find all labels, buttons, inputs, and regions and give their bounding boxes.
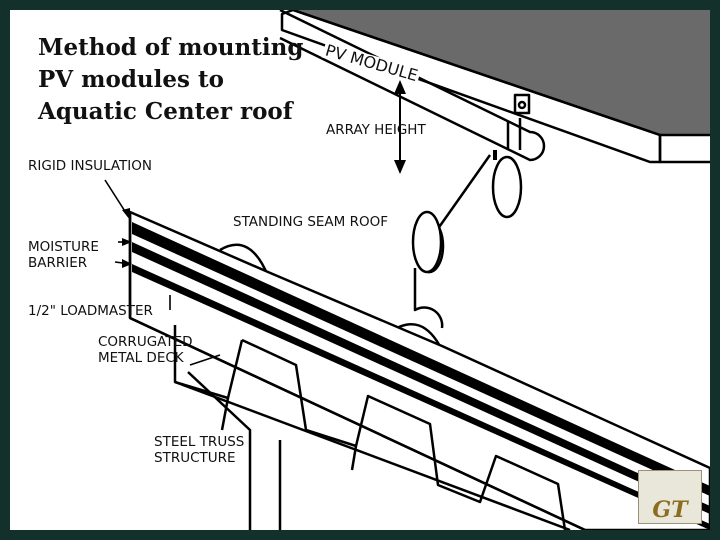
label-moisture-barrier: MOISTURE BARRIER	[28, 239, 99, 271]
corrugated-deck	[173, 325, 571, 530]
label-rigid-insulation: RIGID INSULATION	[28, 158, 152, 174]
diagram-panel: Method of mounting PV modules to Aquatic…	[10, 10, 710, 530]
insulation-layers	[132, 222, 710, 530]
pv-module-panel	[293, 10, 710, 135]
slide-title: Method of mounting PV modules to Aquatic…	[38, 34, 304, 125]
gt-logo-text: GT	[652, 497, 688, 523]
roof-mounting-diagram	[104, 10, 710, 530]
gt-logo: GT	[638, 470, 702, 524]
label-loadmaster: 1/2" LOADMASTER	[28, 303, 153, 319]
steel-truss	[187, 371, 282, 530]
label-steel-truss-structure: STEEL TRUSS STRUCTURE	[154, 434, 245, 466]
standing-seam-ribs	[219, 10, 546, 351]
label-array-height: ARRAY HEIGHT	[326, 122, 426, 138]
label-corrugated-metal-deck: CORRUGATED METAL DECK	[98, 334, 193, 366]
label-arrows	[104, 179, 221, 366]
label-standing-seam-roof: STANDING SEAM ROOF	[233, 214, 388, 230]
